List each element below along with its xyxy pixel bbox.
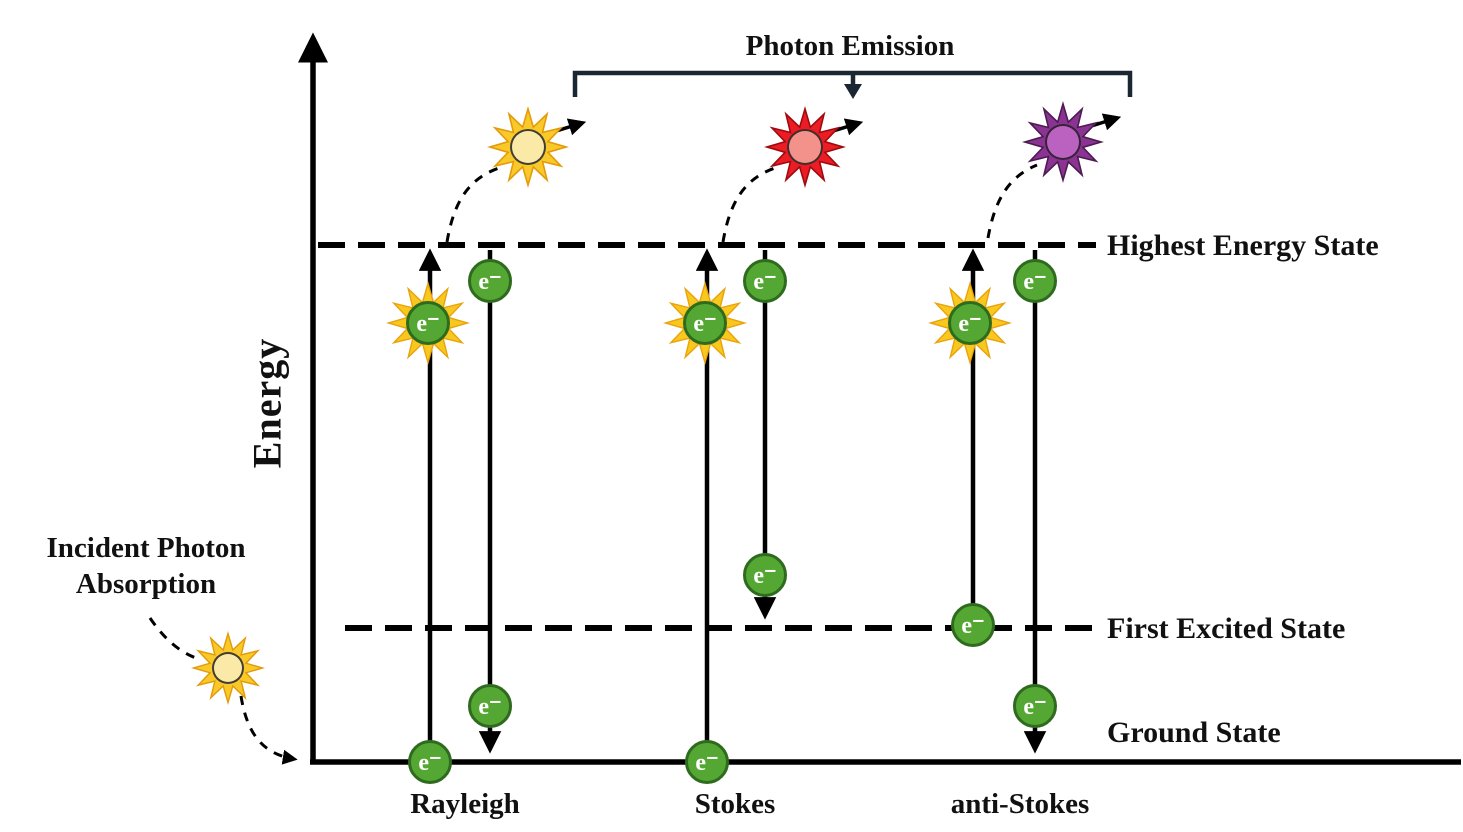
stokes-emitted-photon-icon xyxy=(764,106,846,188)
photon-core xyxy=(786,128,824,166)
level-label-ground-state: Ground State xyxy=(1107,716,1281,749)
electron-label: e⁻ xyxy=(418,749,442,776)
process-label-rayleigh: Rayleigh xyxy=(410,788,520,820)
rayleigh-emitted-photon-icon xyxy=(487,106,569,188)
anti-stokes-top-electron: e⁻ xyxy=(1013,259,1057,303)
incident-absorption-curve xyxy=(239,695,298,765)
anti-stokes-returning-electron: e⁻ xyxy=(1013,684,1057,728)
incident-photon-icon xyxy=(191,631,265,705)
photon-emission-label: Photon Emission xyxy=(745,30,955,62)
level-label-first-excited-state: First Excited State xyxy=(1107,612,1346,645)
stokes-excited-electron-burst: e⁻ xyxy=(663,281,747,365)
bracket-mid-arrowhead xyxy=(844,84,862,99)
incident-label-line1: Incident Photon xyxy=(46,532,246,564)
electron-label: e⁻ xyxy=(753,268,777,295)
electron-label: e⁻ xyxy=(416,310,440,337)
rayleigh-top-electron: e⁻ xyxy=(468,259,512,303)
electron-label: e⁻ xyxy=(478,693,502,720)
anti-stokes-emitted-photon-icon xyxy=(1022,101,1104,183)
photon-core xyxy=(1044,123,1082,161)
photon-core xyxy=(211,651,245,685)
stokes-relaxed-electron: e⁻ xyxy=(743,553,787,597)
electron-label: e⁻ xyxy=(478,268,502,295)
rayleigh-emission-curve xyxy=(445,166,500,243)
anti-stokes-excited-state-electron: e⁻ xyxy=(951,603,995,647)
rayleigh-returning-electron: e⁻ xyxy=(468,684,512,728)
process-label-anti-stokes: anti-Stokes xyxy=(950,788,1090,820)
electron-label: e⁻ xyxy=(1023,268,1047,295)
incident-photon-absorption-label: Incident Photon Absorption xyxy=(0,530,292,603)
process-label-stokes: Stokes xyxy=(694,788,776,820)
electron-label: e⁻ xyxy=(961,612,985,639)
stokes-ground-electron: e⁻ xyxy=(685,740,729,784)
incident-label-curve xyxy=(148,617,197,660)
anti-stokes-excited-electron-burst: e⁻ xyxy=(928,281,1012,365)
level-label-highest-energy-state: Highest Energy State xyxy=(1107,229,1379,262)
stokes-emission-curve xyxy=(721,166,776,243)
energy-axis-label: Energy xyxy=(244,337,290,469)
electron-label: e⁻ xyxy=(693,310,717,337)
rayleigh-ground-electron: e⁻ xyxy=(408,740,452,784)
rayleigh-excited-electron-burst: e⁻ xyxy=(386,281,470,365)
electron-label: e⁻ xyxy=(958,310,982,337)
electron: e⁻ xyxy=(406,301,450,345)
electron-label: e⁻ xyxy=(1023,693,1047,720)
electron-label: e⁻ xyxy=(695,749,719,776)
electron-label: e⁻ xyxy=(753,562,777,589)
photon-core xyxy=(509,128,547,166)
electron: e⁻ xyxy=(683,301,727,345)
electron: e⁻ xyxy=(948,301,992,345)
incident-label-line2: Absorption xyxy=(75,568,217,601)
stokes-top-electron: e⁻ xyxy=(743,259,787,303)
